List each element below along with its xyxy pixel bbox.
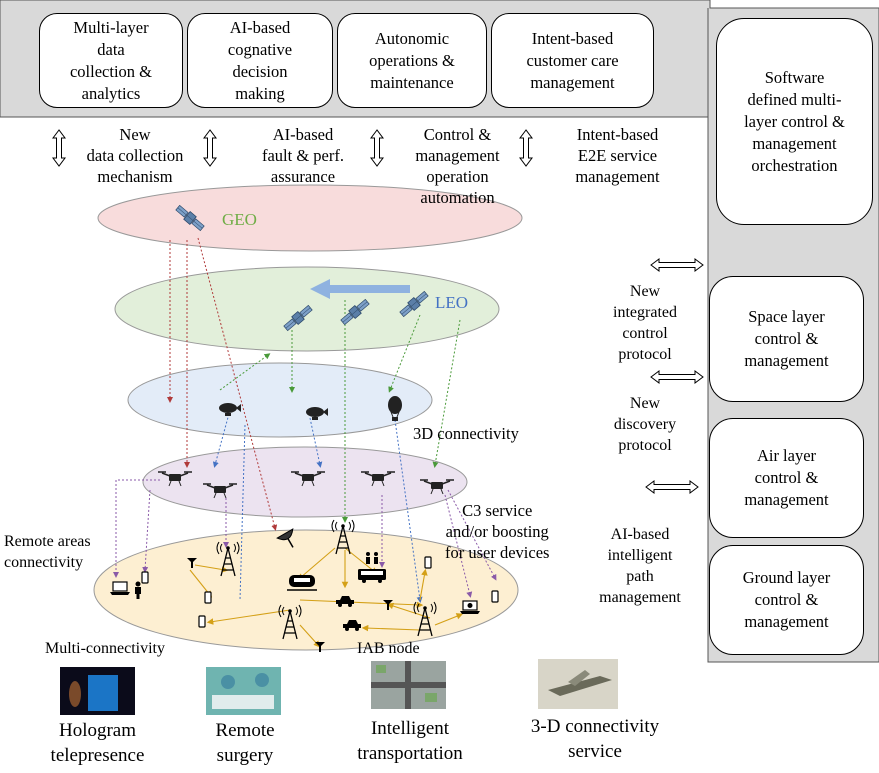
function-label: Intent-based customer care management xyxy=(526,28,619,92)
people-icon xyxy=(366,552,378,564)
interface-arrow-icon xyxy=(203,129,217,167)
service-caption-hologram: Hologram telepresence xyxy=(50,720,145,766)
interface-arrow-icon xyxy=(52,129,66,167)
laptop-icon xyxy=(460,600,480,614)
balloon-icon xyxy=(388,396,402,421)
hologram-image xyxy=(60,667,135,715)
geo-layer xyxy=(97,184,523,252)
protocol-label-path-management: AI-based intelligent path management xyxy=(599,526,681,606)
train-icon xyxy=(287,575,317,591)
phone-icon xyxy=(491,590,499,603)
multi-connectivity-label: Multi-connectivity xyxy=(45,640,165,657)
phone-icon xyxy=(198,615,206,628)
ground-layer-box: Ground layer control & management xyxy=(709,545,864,655)
geo-label: GEO xyxy=(222,210,257,229)
protocol-arrow-icon xyxy=(645,480,699,494)
orchestration-label: Software defined multi- layer control & … xyxy=(744,67,845,175)
interface-label-automation: Control & management operation automatio… xyxy=(415,125,500,207)
air-layer-box: Air layer control & management xyxy=(709,418,864,538)
protocol-label-discovery: New discovery protocol xyxy=(613,395,677,454)
orchestration-box: Software defined multi- layer control & … xyxy=(716,18,873,225)
protocol-arrow-icon xyxy=(650,370,704,384)
function-box-autonomic-operations: Autonomic operations & maintenance xyxy=(337,13,487,108)
bus-icon xyxy=(358,569,386,583)
iab-node-label: IAB node xyxy=(357,640,420,657)
function-label: Autonomic operations & maintenance xyxy=(369,28,455,92)
function-box-customer-care: Intent-based customer care management xyxy=(491,13,654,108)
airship-icon xyxy=(219,403,241,416)
protocol-label-control: New integrated control protocol xyxy=(613,283,677,363)
layer-box-label: Ground layer control & management xyxy=(742,568,831,631)
interface-arrow-icon xyxy=(370,129,384,167)
satellite-dish-icon xyxy=(276,528,294,548)
air-layer xyxy=(127,362,433,438)
leo-label: LEO xyxy=(435,293,469,312)
service-caption-transportation: Intelligent transportation xyxy=(357,718,463,764)
transportation-image xyxy=(371,661,446,709)
c3-service-label: C3 service and/or boosting for user devi… xyxy=(445,501,550,562)
interface-arrow-icon xyxy=(519,129,533,167)
airship-icon xyxy=(306,407,328,420)
laptop-icon xyxy=(110,581,130,595)
3d-connectivity-label: 3D connectivity xyxy=(413,424,519,443)
interface-label-fault-assurance: AI-based fault & perf. assurance xyxy=(261,125,344,186)
interface-label-data-collection: New data collection mechanism xyxy=(86,125,184,186)
3d-connectivity-image xyxy=(538,659,618,709)
space-layer-box: Space layer control & management xyxy=(709,276,864,402)
person-icon xyxy=(135,581,141,599)
remote-areas-label: Remote areas connectivity xyxy=(4,533,91,571)
function-label: Multi-layer data collection & analytics xyxy=(69,17,153,103)
function-label: AI-based cognative decision making xyxy=(227,17,293,103)
layer-box-label: Space layer control & management xyxy=(744,307,829,370)
uav-layer xyxy=(142,446,468,518)
layer-box-label: Air layer control & management xyxy=(744,446,829,509)
leo-motion-arrow xyxy=(310,279,410,299)
service-caption-3d-connectivity: 3-D connectivity service xyxy=(530,716,660,762)
protocol-arrow-icon xyxy=(650,258,704,272)
phone-icon xyxy=(141,571,149,584)
function-box-decision-making: AI-based cognative decision making xyxy=(187,13,333,108)
interface-label-e2e-service: Intent-based E2E service management xyxy=(575,125,660,186)
phone-icon xyxy=(204,591,212,604)
service-caption-surgery: Remote surgery xyxy=(215,720,275,766)
phone-icon xyxy=(424,556,432,569)
function-box-data-collection: Multi-layer data collection & analytics xyxy=(39,13,183,108)
surgery-image xyxy=(206,667,281,715)
